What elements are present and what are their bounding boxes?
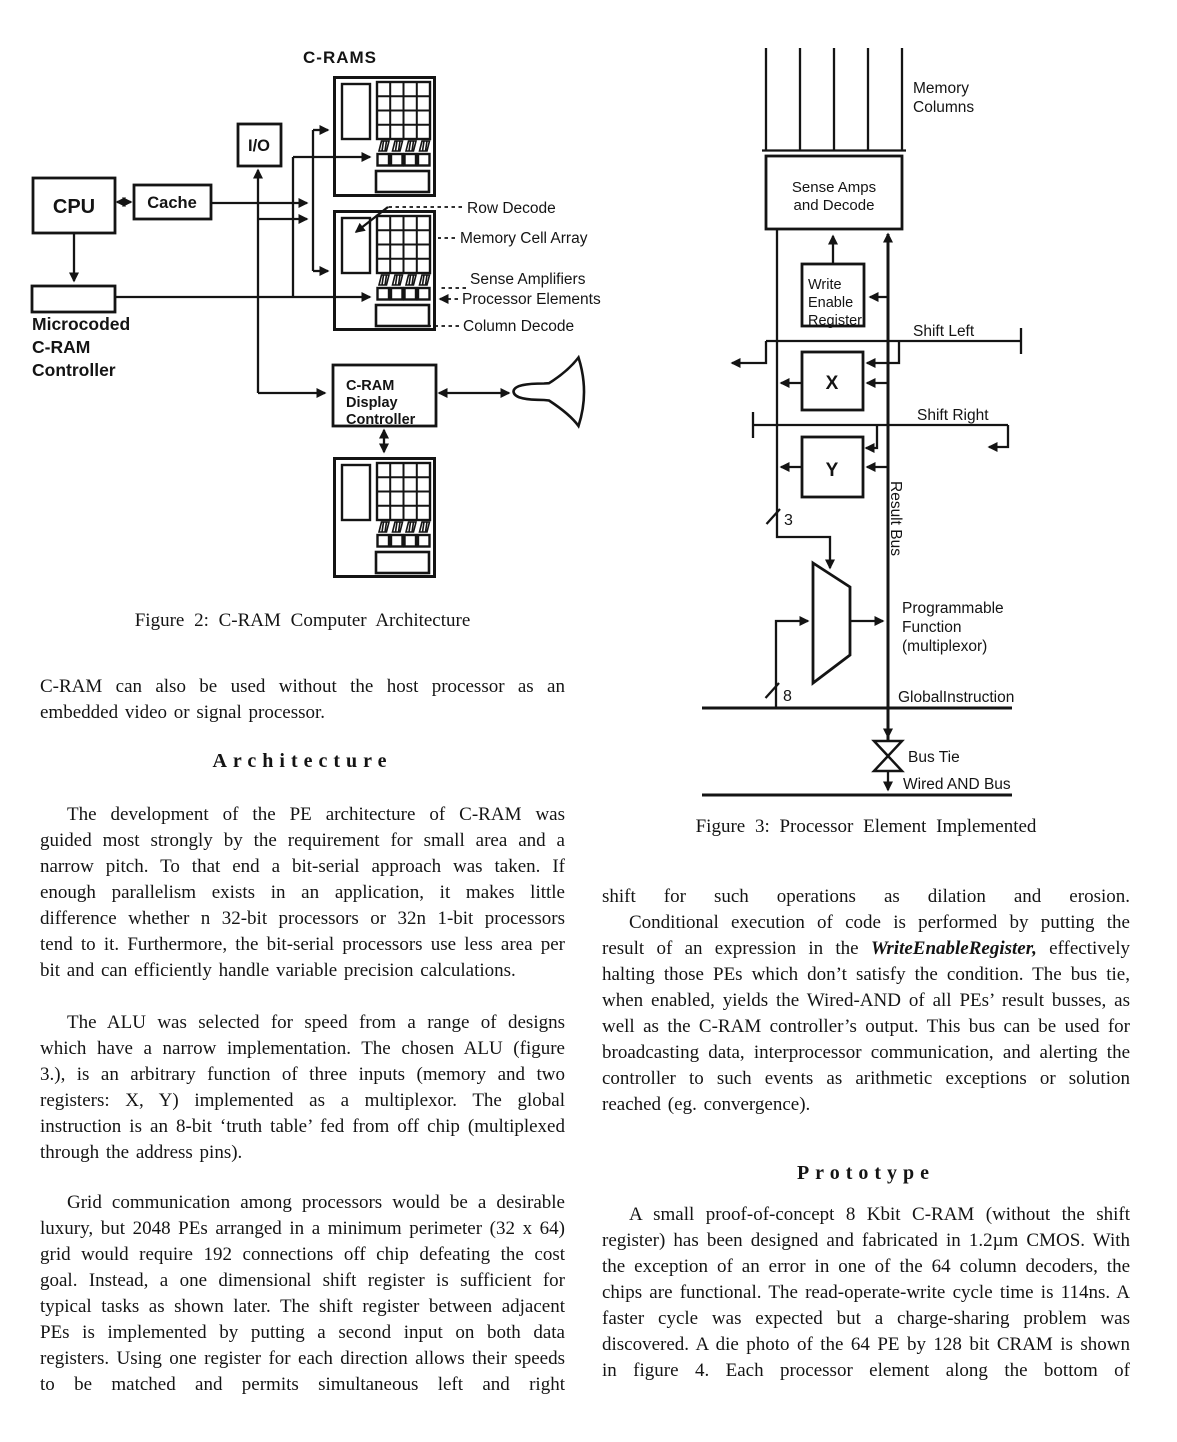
figure2-annotations: Row Decode Memory Cell Array Sense Ampli… (354, 200, 601, 335)
cpu-box (31, 176, 117, 235)
svg-text:Columns: Columns (913, 99, 974, 116)
architecture-paragraph-1: The development of the PE architecture o… (40, 804, 565, 981)
figure3-caption: Figure 3: Processor Element Implemented (695, 816, 1037, 837)
bus-tie-icon (871, 739, 905, 773)
svg-text:(multiplexor): (multiplexor) (902, 638, 987, 655)
prototype-heading: Prototype (796, 1162, 936, 1184)
write-enable-register-box (800, 262, 866, 328)
shift-right-label: Shift Right (917, 407, 989, 424)
svg-text:C-RAM: C-RAM (32, 337, 90, 357)
y-register-box (800, 435, 865, 499)
wired-and-bus-label: Wired AND Bus (903, 776, 1011, 793)
memory-cell-array-label: Memory Cell Array (460, 230, 588, 247)
right-continuation-line: shift for such operations as dilation an… (602, 886, 1130, 907)
memory-columns-wires (762, 48, 906, 171)
result-bus-label: Result Bus (887, 481, 904, 556)
io-label: I/O (248, 137, 270, 155)
microcoded-controller-label: Microcoded C-RAM Controller (32, 314, 130, 380)
figure2-caption: Figure 2: C-RAM Computer Architecture (134, 610, 471, 631)
memory-columns-label: Memory Columns (913, 80, 974, 116)
y-register-label: Y (826, 460, 839, 481)
global-instruction-label: GlobalInstruction (898, 689, 1014, 706)
svg-text:Microcoded: Microcoded (32, 314, 130, 334)
figure2-diagram: C-RAMS CPU Cache I/O Microcoded C-RAM Co… (30, 48, 601, 578)
svg-text:Function: Function (902, 619, 961, 636)
svg-text:Controller: Controller (346, 412, 416, 428)
multiplexor-shape (811, 560, 852, 686)
architecture-paragraph-2: The ALU was selected for speed from a ra… (40, 1012, 565, 1163)
sense-amplifiers-label: Sense Amplifiers (470, 271, 586, 288)
crams-title: C-RAMS (303, 48, 377, 67)
svg-text:Display: Display (346, 395, 398, 411)
figure3-wires (702, 229, 1023, 797)
conditional-execution-paragraph: Conditional execution of code is perform… (602, 912, 1130, 1115)
intro-paragraph: C-RAM can also be used without the host … (40, 676, 565, 723)
cram-chip-1 (333, 76, 436, 197)
cache-label: Cache (147, 194, 197, 212)
figure2-wires (69, 125, 511, 454)
x-register-label: X (826, 373, 839, 394)
processor-elements-label: Processor Elements (462, 291, 601, 308)
svg-text:and Decode: and Decode (794, 197, 875, 214)
svg-text:Enable: Enable (808, 295, 853, 311)
cache-box (132, 183, 213, 221)
svg-text:Controller: Controller (32, 360, 116, 380)
cram-chip-2 (333, 210, 436, 331)
bus-width-8: 8 (783, 688, 792, 705)
write-enable-register-label: Write Enable Register (808, 277, 862, 329)
svg-text:Register: Register (808, 313, 862, 329)
bus-tie-label: Bus Tie (908, 749, 960, 766)
svg-text:Write: Write (808, 277, 842, 293)
cpu-label: CPU (53, 196, 95, 218)
cram-chip-3 (333, 457, 436, 578)
column-decode-label: Column Decode (463, 318, 574, 335)
display-controller-label: C-RAM Display Controller (346, 378, 416, 428)
microcoded-controller-box (30, 284, 117, 314)
sense-amps-decode-box (764, 154, 904, 231)
figure3-diagram: Memory Columns Sense Amps and Decode (702, 48, 1023, 797)
prototype-paragraph: A small proof-of-concept 8 Kbit C-RAM (w… (602, 1204, 1130, 1381)
x-register-box (800, 350, 865, 412)
architecture-paragraph-3: Grid communication among processors woul… (40, 1192, 565, 1395)
bus-width-3: 3 (784, 512, 793, 529)
io-box (236, 122, 283, 168)
figure3-labels: Shift Left Shift Right Result Bus 3 8 Pr… (783, 323, 1014, 793)
shift-left-label: Shift Left (913, 323, 975, 340)
architecture-heading: Architecture (212, 750, 393, 772)
display-controller-box (331, 363, 438, 428)
svg-text:C-RAM: C-RAM (346, 378, 394, 394)
sense-amps-decode-label: Sense Amps and Decode (792, 179, 876, 214)
display-funnel-icon (512, 354, 586, 429)
svg-text:Memory: Memory (913, 80, 969, 97)
row-decode-label: Row Decode (467, 200, 556, 217)
svg-text:Sense Amps: Sense Amps (792, 179, 876, 196)
programmable-function-label: Programmable (902, 600, 1004, 617)
